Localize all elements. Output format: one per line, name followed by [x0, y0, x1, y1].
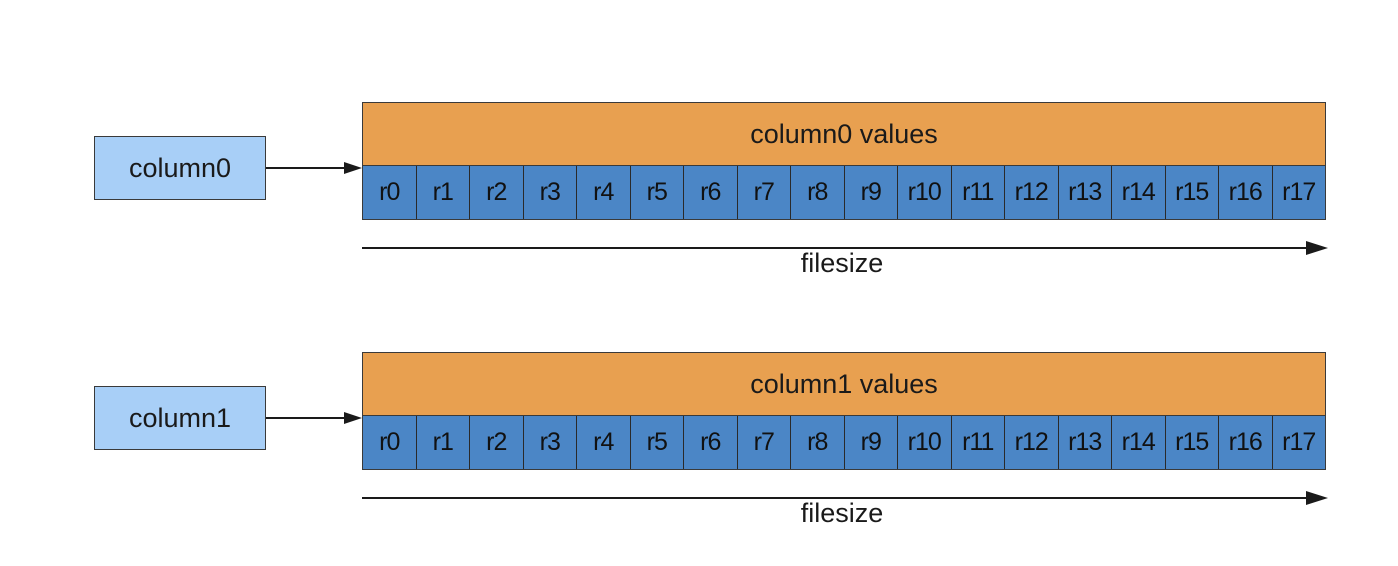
row-cell: r17	[1272, 416, 1325, 469]
column-name-box: column1	[94, 386, 266, 450]
row-cell: r6	[684, 416, 738, 469]
row-cell: r1	[416, 166, 470, 219]
filesize-label: filesize	[800, 498, 884, 528]
row-cell: r14	[1112, 166, 1166, 219]
row-cell: r3	[523, 416, 577, 469]
row-cell: r4	[577, 416, 631, 469]
row-cell: r12	[1005, 166, 1059, 219]
values-bar: column0 values	[362, 102, 1326, 166]
row-cells: r0 r1 r2 r3 r4 r5 r6 r7 r8 r9 r10 r11 r1…	[362, 416, 1326, 470]
row-cell: r14	[1112, 416, 1166, 469]
row-cell: r11	[951, 416, 1005, 469]
filesize-label: filesize	[800, 248, 884, 278]
column-block-0: column0 column0 values r0 r1 r2 r3 r4 r5…	[0, 100, 1398, 300]
row-cell: r8	[791, 166, 845, 219]
filesize-arrow-icon	[362, 241, 1328, 255]
row-cell: r2	[470, 416, 524, 469]
row-cells: r0 r1 r2 r3 r4 r5 r6 r7 r8 r9 r10 r11 r1…	[362, 166, 1326, 220]
row-cell: r16	[1219, 166, 1273, 219]
row-cell: r8	[791, 416, 845, 469]
row-cell: r2	[470, 166, 524, 219]
row-cell: r7	[737, 166, 791, 219]
row-cell: r10	[898, 416, 952, 469]
pointer-arrow-icon	[266, 412, 362, 424]
filesize-arrow-icon	[362, 491, 1328, 505]
row-cell: r13	[1058, 166, 1112, 219]
column-block-1: column1 column1 values r0 r1 r2 r3 r4 r5…	[0, 350, 1398, 550]
row-cell: r5	[630, 166, 684, 219]
row-cell: r4	[577, 166, 631, 219]
values-bar: column1 values	[362, 352, 1326, 416]
row-cell: r16	[1219, 416, 1273, 469]
row-cell: r11	[951, 166, 1005, 219]
row-cell: r9	[844, 416, 898, 469]
pointer-arrow-icon	[266, 162, 362, 174]
row-cell: r0	[363, 166, 417, 219]
row-cell: r9	[844, 166, 898, 219]
row-cell: r0	[363, 416, 417, 469]
column-name-box: column0	[94, 136, 266, 200]
row-cell: r12	[1005, 416, 1059, 469]
row-cell: r6	[684, 166, 738, 219]
row-cell: r5	[630, 416, 684, 469]
row-cell: r15	[1165, 166, 1219, 219]
row-cell: r10	[898, 166, 952, 219]
row-cell: r17	[1272, 166, 1325, 219]
row-cell: r7	[737, 416, 791, 469]
row-cell: r3	[523, 166, 577, 219]
row-cell: r1	[416, 416, 470, 469]
row-cell: r15	[1165, 416, 1219, 469]
row-cell: r13	[1058, 416, 1112, 469]
